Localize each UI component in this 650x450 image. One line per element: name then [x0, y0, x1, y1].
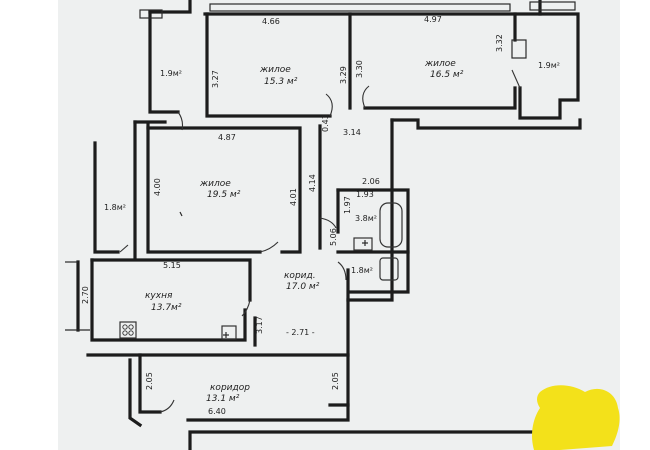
toilet: [379, 257, 399, 281]
dim-332: 3.32: [495, 34, 504, 52]
room-area-bedroom-2: 16.5 м²: [430, 70, 464, 80]
stove-burner: [122, 324, 128, 330]
dim-314: 3.14: [343, 128, 361, 137]
sink: [353, 237, 373, 251]
dim-270: 2.70: [81, 286, 90, 304]
dim-271: - 2.71 -: [286, 328, 315, 337]
kitchen-sink: [221, 325, 237, 340]
room-name-bedroom-1: жилое: [259, 65, 291, 75]
dim-487: 4.87: [218, 133, 236, 142]
stove: [119, 321, 137, 339]
dim-401: 4.01: [289, 188, 298, 206]
room-area-bedroom-1: 15.3 м²: [264, 77, 298, 87]
stove-burner: [122, 330, 128, 336]
room-name-living: жилое: [199, 179, 231, 189]
dim-043: 0.43: [321, 114, 330, 132]
stove-burner: [128, 330, 134, 336]
dim-640: 6.40: [208, 407, 226, 416]
dim-206: 2.06: [362, 177, 380, 186]
highlight-blob: [532, 385, 620, 450]
room-name-kitchen: кухня: [145, 291, 173, 301]
dim-205-right: 2.05: [331, 372, 340, 390]
walls: [76, 0, 582, 450]
dim-506: 5.06: [329, 228, 338, 246]
room-name-bedroom-2: жилое: [424, 59, 456, 69]
room-area-balcony-1: 1.9м²: [160, 69, 182, 78]
room-area-balcony-3: 1.8м²: [104, 203, 126, 212]
room-name-corridor-2: коридор: [210, 383, 250, 393]
room-area-living: 19.5 м²: [207, 190, 241, 200]
dim-329: 3.29: [339, 66, 348, 84]
room-area-kitchen: 13.7м²: [151, 303, 182, 313]
dim-515: 5.15: [163, 261, 181, 270]
window-frames: [65, 1, 576, 331]
dim-497: 4.97: [424, 15, 442, 24]
room-area-wc: 1.8м²: [351, 266, 373, 275]
room-area-balcony-2: 1.9м²: [538, 61, 560, 70]
dim-317: 3.17: [255, 316, 264, 334]
room-area-corridor-2: 13.1 м²: [206, 394, 240, 404]
annotation-marks: [179, 211, 368, 338]
room-area-bath: 3.8м²: [355, 214, 377, 223]
stove-burner: [128, 324, 134, 330]
dim-197: 1.97: [343, 196, 352, 214]
room-name-corridor-1: корид.: [284, 271, 316, 281]
door-swings: [119, 69, 521, 413]
dim-466: 4.66: [262, 17, 280, 26]
dim-330: 3.30: [355, 60, 364, 78]
fixtures: [119, 202, 403, 340]
room-labels: жилое 15.3 м² жилое 16.5 м² жилое 19.5 м…: [104, 59, 560, 404]
dim-193: 1.93: [356, 190, 374, 199]
dim-205-left: 2.05: [145, 372, 154, 390]
dim-414: 4.14: [308, 174, 317, 192]
dim-327: 3.27: [211, 70, 220, 88]
dim-400: 4.00: [153, 178, 162, 196]
bathtub: [379, 202, 403, 248]
dimension-labels: 4.66 4.97 3.27 3.29 3.30 3.32 0.43 3.14 …: [81, 15, 504, 416]
room-area-corridor-1: 17.0 м²: [286, 282, 320, 292]
